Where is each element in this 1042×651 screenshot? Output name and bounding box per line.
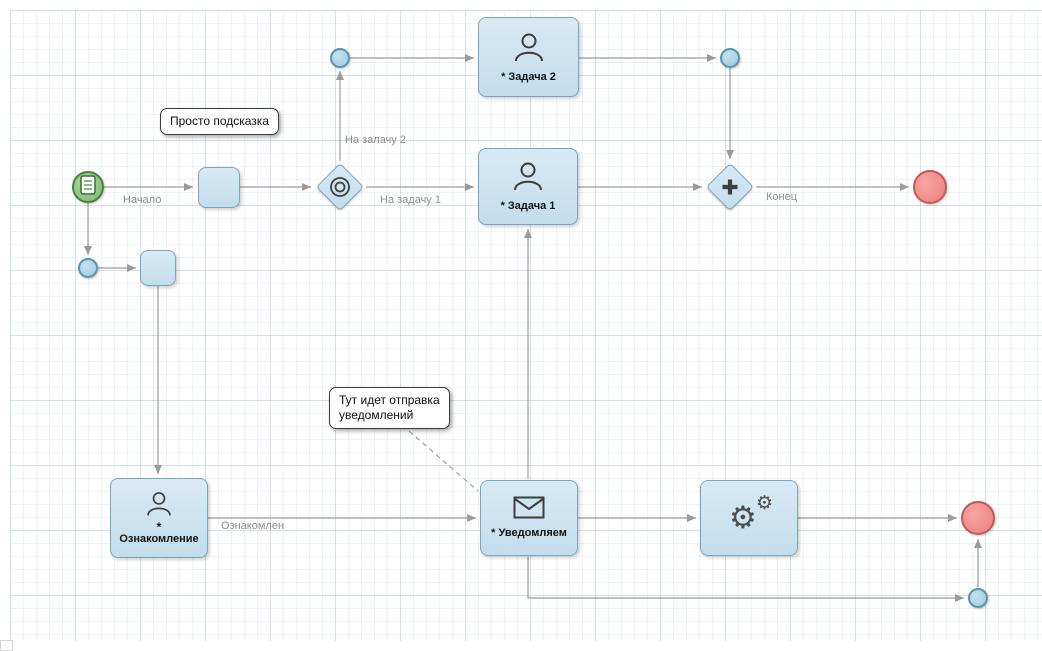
intermediate-event-bottom[interactable] — [968, 588, 988, 608]
edge-label-start: Начало — [123, 194, 162, 206]
edge-label-to-task1: На задачу 1 — [380, 194, 441, 206]
user-icon — [512, 31, 546, 68]
edge-label-end: Конец — [766, 191, 798, 203]
user-icon — [511, 160, 545, 197]
task-service[interactable]: ⚙ ⚙ — [700, 480, 798, 556]
intermediate-event-top[interactable] — [330, 48, 350, 68]
task-label: Ознакомление — [119, 533, 199, 545]
edge-label-to-task2: На залачу 2 — [345, 134, 406, 146]
user-icon — [144, 490, 174, 522]
scrollbar-corner — [0, 640, 13, 651]
task-label: * Задача 2 — [501, 70, 556, 83]
task-label: * Задача 1 — [500, 200, 556, 212]
envelope-icon — [513, 496, 545, 524]
annotation-notify-line1: Тут идет отправка — [339, 393, 440, 407]
document-icon — [80, 174, 96, 200]
annotation-connector[interactable] — [408, 430, 479, 492]
task-zadacha-1[interactable]: * Задача 1 — [478, 148, 578, 225]
intermediate-event-right[interactable] — [720, 48, 740, 68]
task-star: * — [156, 520, 162, 534]
end-event-2[interactable] — [961, 501, 995, 535]
intermediate-event-left[interactable] — [78, 258, 98, 278]
gear-icon-small: ⚙ — [755, 493, 773, 514]
gears-icon: ⚙ ⚙ — [729, 494, 773, 536]
annotation-notify-line2: уведомлений — [339, 408, 414, 422]
task-label: * Уведомляем — [491, 527, 567, 539]
task-step-small-left[interactable] — [140, 250, 176, 286]
edge-label-acknowledged: Ознакомлен — [221, 520, 285, 532]
task-uvedomlyaem[interactable]: * Уведомляем — [480, 480, 578, 556]
start-event[interactable] — [72, 171, 104, 203]
annotation-hint[interactable]: Просто подсказка — [160, 108, 279, 135]
edge-uvedomlyaem-to-event-bottom[interactable] — [527, 557, 964, 602]
end-event-1[interactable] — [913, 170, 947, 204]
gear-icon: ⚙ — [729, 500, 757, 535]
task-zadacha-2[interactable]: * Задача 2 — [478, 17, 579, 97]
task-step-small-top[interactable] — [198, 167, 240, 208]
annotation-notify[interactable]: Тут идет отправка уведомлений — [329, 387, 450, 429]
task-oznakomlenie[interactable]: * Ознакомление — [110, 478, 208, 558]
